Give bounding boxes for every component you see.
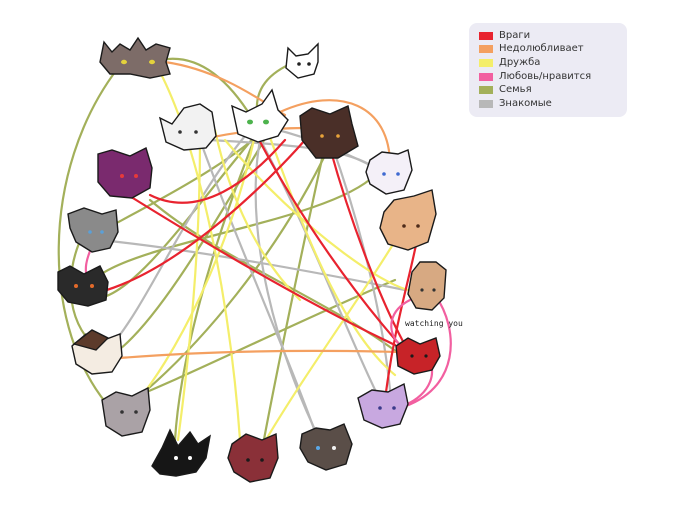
watching-you-note: watching you bbox=[405, 319, 463, 328]
friendship-line bbox=[176, 138, 202, 442]
legend-swatch bbox=[479, 31, 493, 40]
character-blue-eye-cat-head[interactable] bbox=[299, 423, 353, 471]
legend-swatch bbox=[479, 58, 493, 67]
family-line bbox=[173, 128, 260, 442]
legend-swatch bbox=[479, 72, 493, 81]
legend-label: Недолюбливает bbox=[499, 43, 584, 55]
character-gray-white-cat-head[interactable] bbox=[158, 103, 217, 151]
character-maroon-cat-head[interactable] bbox=[227, 432, 279, 483]
legend-label: Любовь/нравится bbox=[499, 70, 592, 82]
character-lilac-cat-head[interactable] bbox=[357, 382, 409, 429]
legend-item-dislikes: Недолюбливает bbox=[479, 43, 627, 57]
love-line bbox=[398, 293, 452, 410]
acquaintance-lines bbox=[98, 126, 407, 442]
family-line bbox=[158, 57, 254, 120]
legend-item-love: Любовь/нравится bbox=[479, 70, 627, 84]
legend-swatch bbox=[479, 86, 493, 95]
legend-item-acquaintances: Знакомые bbox=[479, 97, 627, 111]
dislike-line bbox=[118, 349, 402, 360]
character-white-cat-small-head[interactable] bbox=[285, 42, 319, 79]
enemy-line bbox=[118, 188, 397, 347]
enemy-line bbox=[148, 138, 287, 204]
acquaintance-line bbox=[198, 138, 320, 442]
connection-lines bbox=[57, 57, 452, 452]
character-hat-girl-head[interactable] bbox=[407, 261, 447, 311]
character-black-cat-head[interactable] bbox=[57, 265, 109, 307]
character-tan-cat-head[interactable] bbox=[379, 189, 437, 251]
enemy-lines bbox=[98, 130, 422, 402]
legend-label: Дружба bbox=[499, 56, 541, 68]
family-line bbox=[110, 128, 272, 357]
enemy-line bbox=[253, 130, 402, 347]
family-lines bbox=[57, 57, 407, 452]
character-twins-head[interactable] bbox=[99, 36, 171, 79]
enemy-line bbox=[328, 146, 407, 347]
friendship-line bbox=[213, 128, 302, 302]
legend: Враги Недолюбливает Дружба Любовь/нравит… bbox=[469, 23, 627, 117]
character-gray-cat-head[interactable] bbox=[67, 207, 119, 253]
family-line bbox=[57, 66, 120, 412]
legend-item-family: Семья bbox=[479, 83, 627, 97]
character-central-cat-head[interactable] bbox=[231, 88, 289, 143]
acquaintance-line bbox=[110, 128, 252, 347]
legend-label: Знакомые bbox=[499, 97, 552, 109]
legend-swatch bbox=[479, 99, 493, 108]
character-black-spiky-cat-head[interactable] bbox=[151, 428, 211, 477]
love-line bbox=[390, 298, 412, 347]
friendship-line bbox=[158, 70, 242, 442]
legend-item-friendship: Дружба bbox=[479, 56, 627, 70]
dislike-line bbox=[278, 99, 392, 167]
character-nodes bbox=[57, 36, 447, 483]
legend-label: Семья bbox=[499, 84, 532, 96]
family-line bbox=[260, 143, 327, 452]
family-line bbox=[98, 173, 377, 277]
legend-item-enemies: Враги bbox=[479, 29, 627, 43]
enemy-line bbox=[98, 138, 307, 294]
character-brown-cat-head[interactable] bbox=[299, 105, 359, 159]
character-brown-tuft-cat-head[interactable] bbox=[71, 329, 123, 375]
family-line bbox=[118, 143, 332, 414]
legend-label: Враги bbox=[499, 29, 531, 41]
friendship-line bbox=[258, 218, 410, 452]
character-red-cat-head[interactable] bbox=[395, 337, 441, 375]
character-magenta-cat-head[interactable] bbox=[97, 147, 153, 199]
character-gray-bottom-cat-head[interactable] bbox=[101, 386, 151, 437]
family-line bbox=[98, 128, 262, 300]
family-line bbox=[148, 198, 407, 360]
acquaintance-line bbox=[254, 128, 322, 442]
character-bat-cat-head[interactable] bbox=[365, 149, 413, 195]
legend-swatch bbox=[479, 45, 493, 54]
